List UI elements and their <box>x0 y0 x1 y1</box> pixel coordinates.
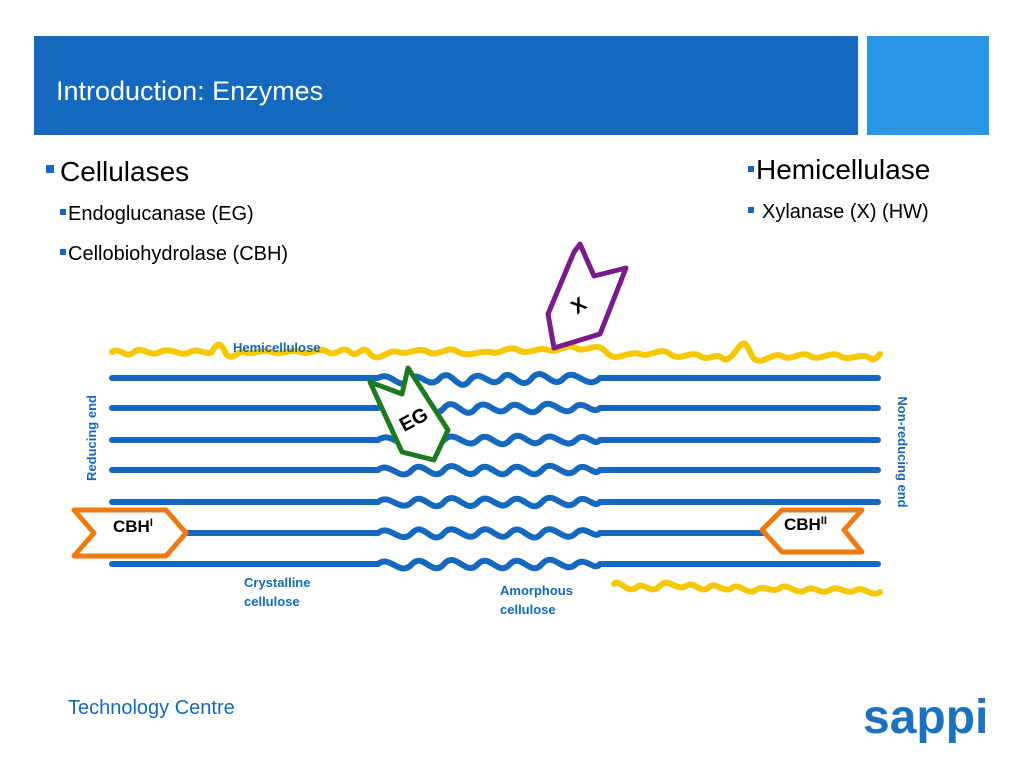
xylanase-enzyme-arrow: X <box>545 241 629 351</box>
hemicellulose-label: Hemicellulose <box>233 340 320 355</box>
bullet-square-icon <box>60 208 66 215</box>
endoglucanase-arrow-shape <box>367 365 451 463</box>
header-bar <box>34 36 858 135</box>
non-reducing-end-label: Non-reducing end <box>895 396 910 507</box>
endoglucanase-enzyme-arrow: EG <box>367 365 451 463</box>
cbh1-arrow-shape <box>71 507 189 559</box>
bullet-square-icon <box>46 164 54 173</box>
bullet-cellulases: Cellulases <box>46 156 189 188</box>
crystalline-fibres-left <box>109 375 381 567</box>
bullet-square-icon <box>748 165 754 172</box>
amorphous-strand <box>375 526 603 541</box>
cbh2-enzyme-arrow: CBHII <box>759 507 865 555</box>
amorphous-cellulose-label-line1: Amorphous <box>500 583 573 598</box>
crystalline-fibres-right <box>597 375 881 567</box>
amorphous-strand <box>375 556 603 572</box>
bullet-square-icon <box>60 248 66 255</box>
hemicellulose-strand-bottom <box>611 579 883 597</box>
footer-technology-centre: Technology Centre <box>68 697 235 719</box>
bullet-cellulases-text: Cellulases <box>60 156 190 187</box>
amorphous-cellulose-label-line2: cellulose <box>500 602 556 617</box>
slide-title: Introduction: Enzymes <box>56 76 324 106</box>
bullet-cellobiohydrolase: Cellobiohydrolase (CBH) <box>60 242 288 266</box>
bullet-hemicellulase: Hemicellulase <box>748 154 930 186</box>
bullet-endoglucanase-text: Endoglucanase (EG) <box>68 203 254 225</box>
cbh2-enzyme-label: CBHII <box>784 515 827 534</box>
cbh1-enzyme-arrow: CBHI <box>71 507 189 559</box>
bullet-cellobiohydrolase-text: Cellobiohydrolase (CBH) <box>68 243 289 265</box>
xylanase-arrow-shape <box>545 241 629 351</box>
cbh1-enzyme-label: CBHI <box>113 517 153 536</box>
header-accent-block <box>867 36 989 135</box>
amorphous-strand <box>375 494 603 510</box>
hemicellulose-strand-top <box>109 340 883 364</box>
amorphous-strand <box>375 462 603 478</box>
bullet-xylanase-text: Xylanase (X) (HW) <box>762 201 929 223</box>
crystalline-cellulose-label-line1: Crystalline <box>244 575 310 590</box>
reducing-end-label: Reducing end <box>84 395 99 481</box>
bullet-hemicellulase-text: Hemicellulase <box>756 154 931 185</box>
cbh2-arrow-shape <box>759 507 865 555</box>
bullet-square-icon <box>748 206 754 213</box>
crystalline-cellulose-label-line2: cellulose <box>244 594 300 609</box>
bullet-xylanase: Xylanase (X) (HW) <box>748 200 929 224</box>
bullet-endoglucanase: Endoglucanase (EG) <box>60 202 254 226</box>
sappi-logo: sappi <box>863 691 989 744</box>
